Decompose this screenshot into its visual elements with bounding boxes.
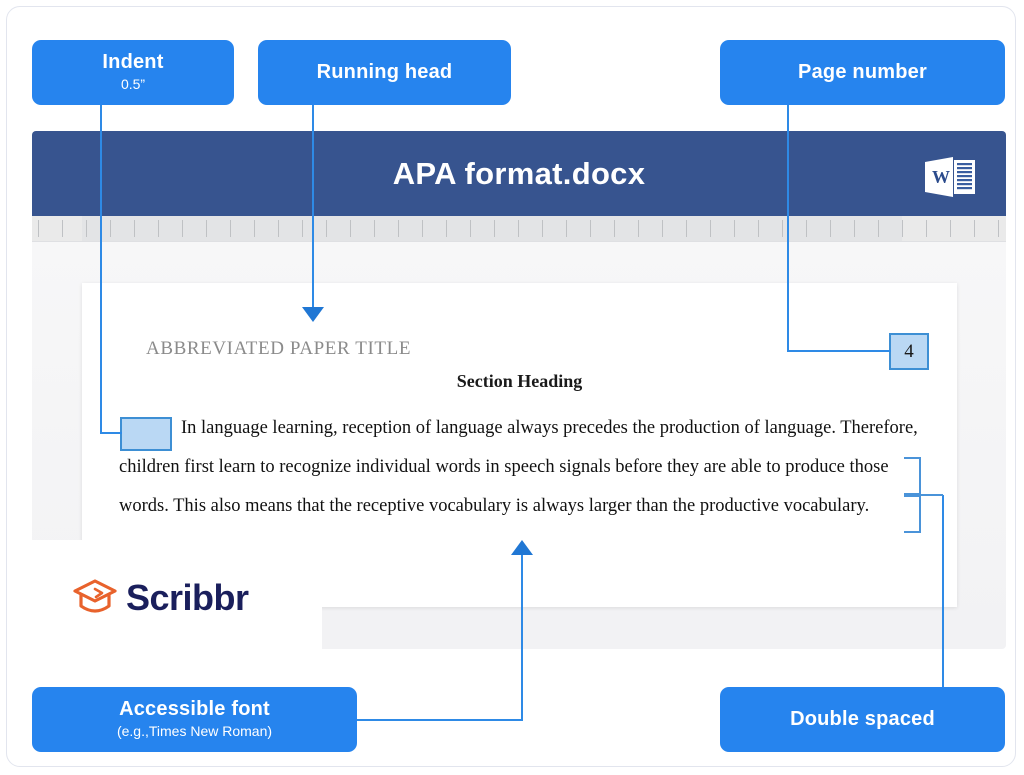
connector-font-vertical [521, 555, 523, 719]
ruler[interactable] [32, 216, 1006, 242]
diagram-frame: APA format.docx W [6, 6, 1016, 767]
callout-double-spaced-title: Double spaced [790, 708, 935, 730]
connector-font-arrow [511, 540, 533, 555]
line-spacing-bracket-upper [904, 457, 921, 495]
callout-double-spaced[interactable]: Double spaced [720, 687, 1005, 752]
callout-accessible-font-title: Accessible font [119, 698, 270, 721]
indent-highlight-box [120, 417, 172, 451]
running-head-text: ABBREVIATED PAPER TITLE [146, 338, 412, 359]
callout-accessible-font-subtitle: (e.g.,Times New Roman) [116, 723, 273, 740]
document-filename: APA format.docx [392, 155, 646, 191]
svg-text:W: W [932, 167, 950, 187]
callout-running-head[interactable]: Running head [258, 40, 511, 105]
connector-spacing-vertical [942, 495, 944, 687]
connector-pagenumber-vertical [787, 105, 789, 352]
scribbr-logo-overlay: Scribbr [32, 540, 322, 650]
ruler-page-area [82, 216, 902, 241]
page-number-highlight-box: 4 [889, 333, 929, 370]
connector-pagenumber-horizontal [787, 350, 891, 352]
connector-runninghead-arrow [302, 307, 324, 322]
callout-running-head-title: Running head [316, 61, 453, 83]
callout-accessible-font[interactable]: Accessible font (e.g.,Times New Roman) [32, 687, 357, 752]
scribbr-wordmark: Scribbr [126, 577, 249, 618]
callout-indent-subtitle: 0.5” [120, 76, 146, 93]
word-title-bar: APA format.docx W [32, 131, 1006, 216]
word-document-window: APA format.docx W [32, 131, 1006, 649]
line-spacing-bracket-stem [919, 494, 943, 496]
line-spacing-bracket-lower [904, 495, 921, 533]
connector-indent-vertical [100, 105, 102, 432]
section-heading-text: Section Heading [456, 371, 583, 391]
connector-font-horizontal [193, 719, 523, 721]
callout-indent-title: Indent [102, 51, 164, 74]
body-paragraph-text: In language learning, reception of langu… [119, 418, 918, 516]
document-canvas: ABBREVIATED PAPER TITLE Section Heading … [32, 242, 1006, 649]
callout-page-number-title: Page number [798, 61, 927, 83]
connector-indent-horizontal [100, 432, 122, 434]
callout-indent[interactable]: Indent 0.5” [32, 40, 234, 105]
connector-runninghead-vertical [312, 105, 314, 309]
word-icon: W [925, 157, 975, 197]
graduation-cap-icon [73, 579, 117, 613]
callout-page-number[interactable]: Page number [720, 40, 1005, 105]
